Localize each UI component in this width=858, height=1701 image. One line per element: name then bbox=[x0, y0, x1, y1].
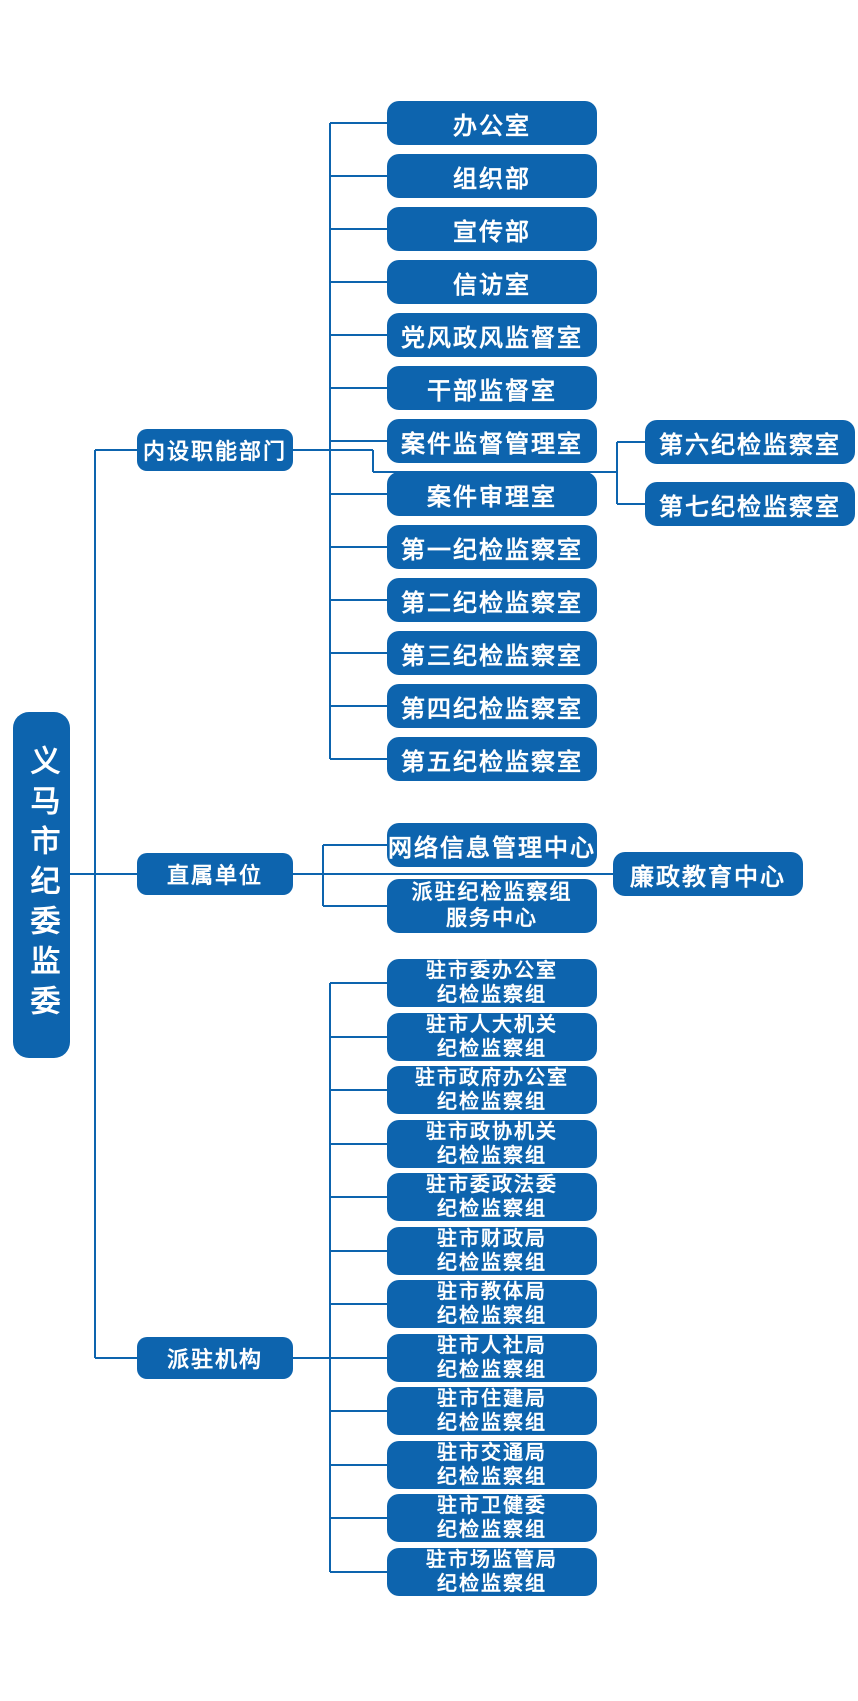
org-node-g1c12: 第四纪检监察室 bbox=[387, 684, 597, 728]
org-node-g2c3: 廉政教育中心 bbox=[613, 852, 803, 896]
org-node-g2c1: 网络信息管理中心 bbox=[387, 823, 597, 867]
org-node-g1c9: 第一纪检监察室 bbox=[387, 525, 597, 569]
org-node-g3c11: 驻市卫健委 纪检监察组 bbox=[387, 1494, 597, 1542]
org-node-g1c8: 案件审理室 bbox=[387, 472, 597, 516]
org-node-g1r1: 第六纪检监察室 bbox=[645, 420, 855, 464]
org-node-g2: 直属单位 bbox=[137, 853, 293, 895]
org-node-g2c2: 派驻纪检监察组 服务中心 bbox=[387, 879, 597, 933]
org-node-g1c11: 第三纪检监察室 bbox=[387, 631, 597, 675]
org-node-g1c2: 组织部 bbox=[387, 154, 597, 198]
org-node-g3c8: 驻市人社局 纪检监察组 bbox=[387, 1334, 597, 1382]
org-node-g3c5: 驻市委政法委 纪检监察组 bbox=[387, 1173, 597, 1221]
org-node-g3c6: 驻市财政局 纪检监察组 bbox=[387, 1227, 597, 1275]
org-node-g1c5: 党风政风监督室 bbox=[387, 313, 597, 357]
org-node-g3c7: 驻市教体局 纪检监察组 bbox=[387, 1280, 597, 1328]
org-node-g1c1: 办公室 bbox=[387, 101, 597, 145]
org-node-g3c1: 驻市委办公室 纪检监察组 bbox=[387, 959, 597, 1007]
org-node-g3c10: 驻市交通局 纪检监察组 bbox=[387, 1441, 597, 1489]
org-node-g1c6: 干部监督室 bbox=[387, 366, 597, 410]
org-node-g1c3: 宣传部 bbox=[387, 207, 597, 251]
org-node-g1r2: 第七纪检监察室 bbox=[645, 482, 855, 526]
org-node-g1c10: 第二纪检监察室 bbox=[387, 578, 597, 622]
org-node-g3c3: 驻市政府办公室 纪检监察组 bbox=[387, 1066, 597, 1114]
org-node-g1c4: 信访室 bbox=[387, 260, 597, 304]
org-node-g3c4: 驻市政协机关 纪检监察组 bbox=[387, 1120, 597, 1168]
org-node-g3c12: 驻市场监管局 纪检监察组 bbox=[387, 1548, 597, 1596]
org-node-g3: 派驻机构 bbox=[137, 1337, 293, 1379]
org-node-root: 义马市纪委监委 bbox=[13, 712, 70, 1058]
org-node-g1c13: 第五纪检监察室 bbox=[387, 737, 597, 781]
org-node-g1: 内设职能部门 bbox=[137, 429, 293, 471]
org-node-g3c2: 驻市人大机关 纪检监察组 bbox=[387, 1013, 597, 1061]
org-node-g3c9: 驻市住建局 纪检监察组 bbox=[387, 1387, 597, 1435]
org-node-g1c7: 案件监督管理室 bbox=[387, 419, 597, 463]
